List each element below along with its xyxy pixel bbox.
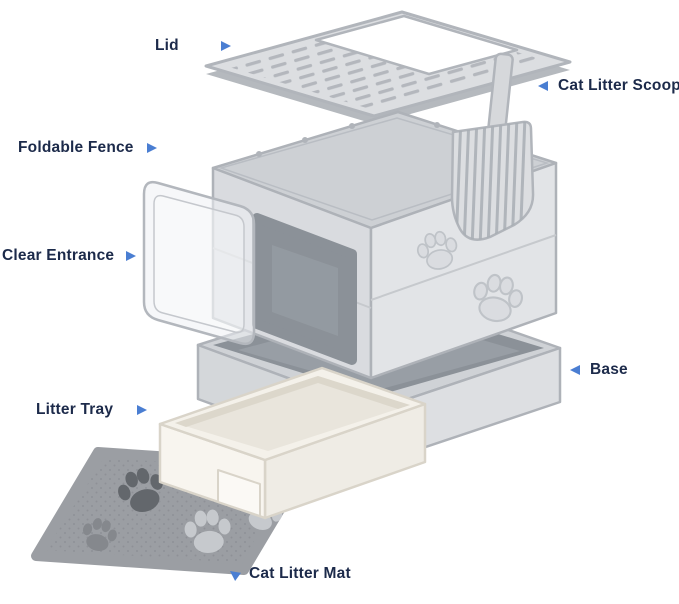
- base-arrow-icon: [570, 365, 580, 375]
- label-foldable-fence-text: Foldable Fence: [18, 139, 134, 156]
- label-lid-text: Lid: [155, 37, 179, 54]
- lid-arrow-icon: [220, 41, 231, 51]
- clear-entrance-arrow-icon: [126, 251, 137, 261]
- label-cat-litter-scoop-text: Cat Litter Scoop: [558, 77, 679, 94]
- label-cat-litter-mat-text: Cat Litter Mat: [249, 565, 351, 582]
- lid-illustration: [204, 10, 572, 124]
- label-cat-litter-mat: Cat Litter Mat: [227, 565, 351, 583]
- litter-tray-illustration: [158, 366, 427, 520]
- label-clear-entrance: Clear Entrance: [2, 247, 137, 265]
- tray-handle-notch: [217, 469, 261, 517]
- cat-litter-mat-arrow-icon: [227, 567, 241, 581]
- litter-tray-arrow-icon: [137, 405, 148, 415]
- label-base-text: Base: [590, 361, 628, 378]
- cat-litter-scoop-arrow-icon: [538, 81, 548, 91]
- label-lid: Lid: [155, 37, 231, 55]
- label-base: Base: [570, 361, 628, 379]
- label-foldable-fence: Foldable Fence: [18, 139, 157, 157]
- label-cat-litter-scoop: Cat Litter Scoop: [538, 77, 679, 95]
- label-clear-entrance-text: Clear Entrance: [2, 247, 115, 264]
- label-litter-tray-text: Litter Tray: [36, 401, 114, 418]
- clear-entrance-illustration: [142, 180, 256, 346]
- foldable-fence-arrow-icon: [146, 143, 157, 153]
- label-litter-tray: Litter Tray: [36, 401, 148, 419]
- lid-top-opening: [314, 14, 519, 76]
